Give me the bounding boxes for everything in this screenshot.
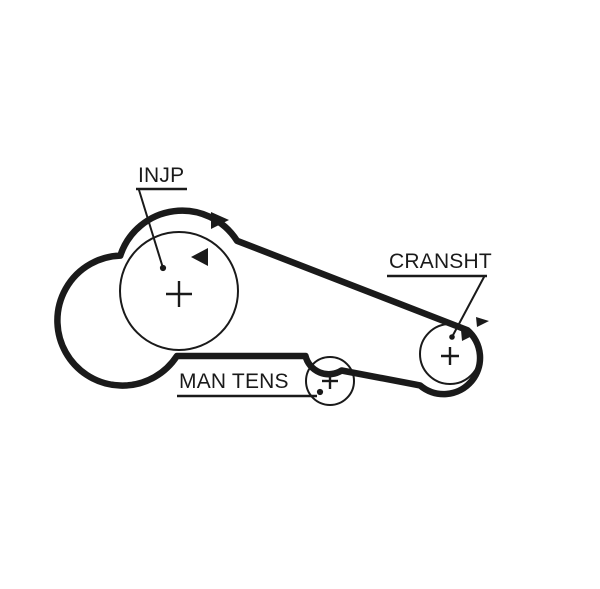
cransht-pulley-outline: [419, 323, 481, 385]
cransht-outer-direction-arrow-icon: [476, 317, 489, 327]
pulley-group: [119, 231, 481, 406]
injp-pulley: [119, 231, 239, 351]
callout-cransht: CRANSHT: [387, 250, 492, 340]
man-tens-pulley: [305, 356, 355, 406]
cransht-leader-line: [451, 276, 485, 338]
cransht-leader-endpoint-dot: [449, 334, 455, 340]
callout-man-tens: MAN TENS: [177, 370, 324, 398]
man-tens-label-text: MAN TENS: [179, 370, 289, 393]
direction-arrow-group: [191, 212, 489, 341]
cransht-pulley-center-cross: [441, 347, 459, 365]
man-tens-pulley-outline: [305, 356, 355, 406]
cransht-inner-direction-arrow-icon: [461, 330, 474, 341]
injp-leader-line: [138, 189, 164, 269]
injp-pulley-outline: [119, 231, 239, 351]
injp-pulley-center-cross: [166, 281, 192, 307]
cransht-label-text: CRANSHT: [389, 250, 492, 273]
injp-inner-direction-arrow-icon: [191, 248, 208, 266]
injp-outer-direction-arrow-icon: [211, 212, 229, 229]
callout-injp: INJP: [136, 164, 187, 272]
man-tens-pulley-center-cross: [322, 373, 338, 389]
injp-leader-endpoint-dot: [159, 264, 167, 272]
cransht-pulley: [419, 323, 481, 385]
man-tens-leader-endpoint-dot: [316, 388, 324, 396]
injp-label-text: INJP: [138, 164, 184, 187]
